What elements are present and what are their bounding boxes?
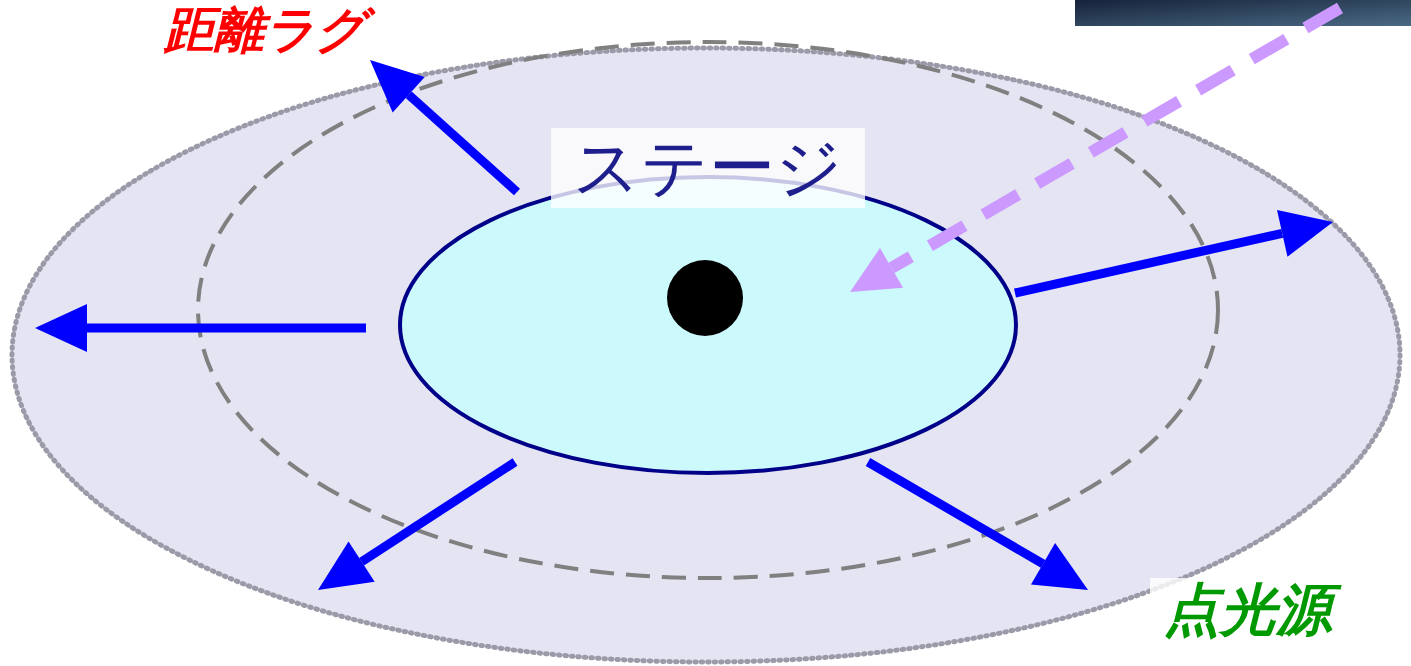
- emission-arrow-shaft: [362, 462, 515, 562]
- photo-corner: [1075, 0, 1411, 26]
- point-source-label: 点光源: [1150, 578, 1346, 642]
- emission-arrow-shaft: [409, 95, 517, 192]
- emission-arrow-shaft: [87, 324, 366, 333]
- label-holder: 点光源: [1150, 578, 1346, 642]
- emission-arrow: [318, 462, 515, 590]
- emission-arrow-head: [1277, 210, 1333, 257]
- radial-arrows: [35, 60, 1333, 590]
- emission-arrow: [35, 304, 366, 352]
- ellipse-outline: [398, 175, 1018, 475]
- label-holder: 距離ラグ: [150, 2, 380, 60]
- outer-region: [12, 48, 1400, 662]
- distance-ring: [198, 42, 1218, 578]
- view-arrow-head: [850, 248, 903, 292]
- stage-ellipse: ステージ: [398, 175, 1018, 475]
- emission-arrow-head: [1031, 543, 1088, 590]
- point-source-dot: [667, 260, 743, 336]
- emission-arrow-shaft: [1015, 233, 1282, 293]
- stage-shape: [400, 177, 1016, 473]
- stage-label: ステージ: [551, 128, 865, 208]
- incoming-arrow: [850, 8, 1340, 292]
- emission-arrow: [1015, 210, 1333, 293]
- emission-arrow-shaft: [868, 462, 1043, 564]
- view-arrow-shaft: [892, 8, 1340, 268]
- emission-arrow: [370, 60, 517, 192]
- emission-arrow: [868, 462, 1088, 590]
- emission-arrow-head: [370, 60, 425, 113]
- view-arrow: [850, 8, 1340, 292]
- distance-lag-label: 距離ラグ: [150, 2, 380, 60]
- emission-arrow-head: [35, 304, 87, 352]
- emission-arrow-head: [318, 542, 375, 590]
